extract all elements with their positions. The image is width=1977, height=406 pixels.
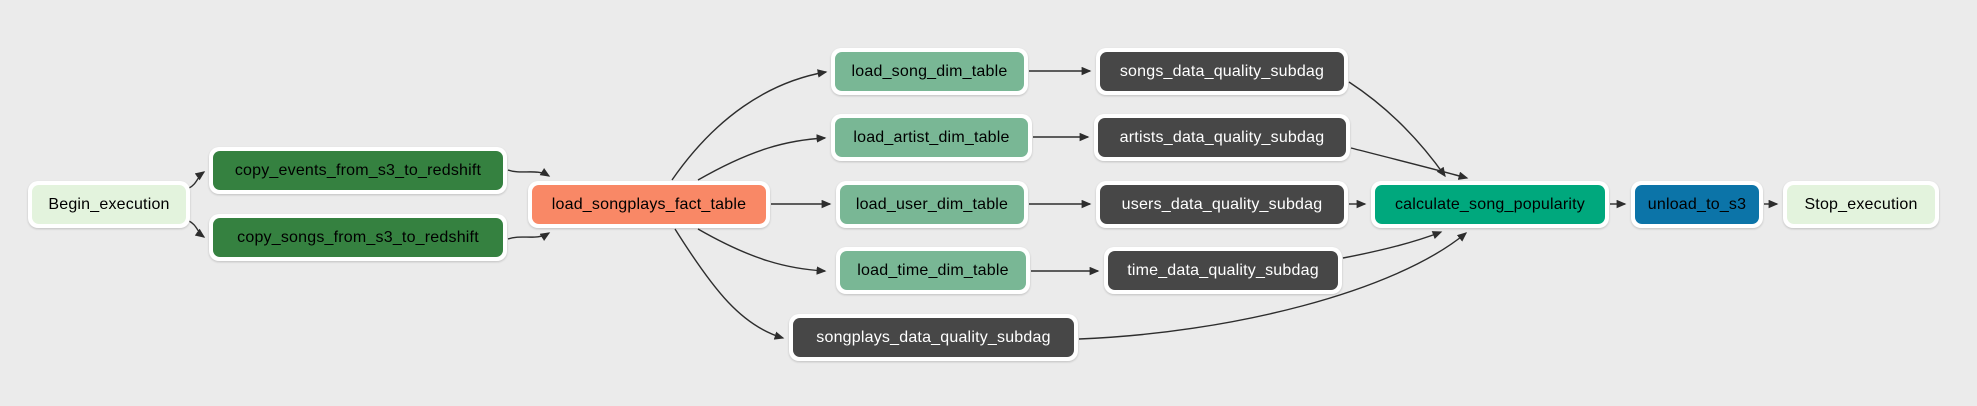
edge-songs_data_quality_subdag-calculate_song_popularity [1348, 81, 1446, 178]
node-label: copy_songs_from_s3_to_redshift [237, 228, 479, 246]
node-label: load_artist_dim_table [853, 128, 1010, 146]
dag-node-calculate_song_popularity[interactable]: calculate_song_popularity [1371, 181, 1609, 228]
dag-node-songplays_data_quality_subdag[interactable]: songplays_data_quality_subdag [789, 314, 1078, 361]
node-label: load_user_dim_table [855, 195, 1009, 213]
dag-node-songs_data_quality_subdag[interactable]: songs_data_quality_subdag [1096, 48, 1348, 95]
edge-copy_events-load_songplays_fact_table [507, 168, 551, 177]
dag-node-load_songplays_fact_table[interactable]: load_songplays_fact_table [528, 181, 770, 228]
node-label: songplays_data_quality_subdag [816, 328, 1051, 346]
dag-node-load_user_dim_table[interactable]: load_user_dim_table [836, 181, 1028, 228]
dag-node-users_data_quality_subdag[interactable]: users_data_quality_subdag [1096, 181, 1348, 228]
dag-node-load_song_dim_table[interactable]: load_song_dim_table [831, 48, 1028, 95]
dag-node-load_time_dim_table[interactable]: load_time_dim_table [836, 247, 1030, 294]
dag-node-unload_to_s3[interactable]: unload_to_s3 [1631, 181, 1763, 228]
node-body-subdag: time_data_quality_subdag [1108, 251, 1338, 290]
edge-begin_execution-copy_songs [188, 220, 206, 238]
node-body-dummy: Stop_execution [1787, 185, 1935, 224]
node-label: Begin_execution [48, 195, 170, 213]
dag-node-stop_execution[interactable]: Stop_execution [1783, 181, 1939, 228]
node-label: calculate_song_popularity [1394, 195, 1585, 213]
node-body-fact: load_songplays_fact_table [532, 185, 766, 224]
edge-load_songplays_fact_table-load_artist_dim_table [697, 134, 827, 181]
node-body-dimension: load_user_dim_table [840, 185, 1024, 224]
node-label: users_data_quality_subdag [1121, 195, 1323, 213]
node-body-stage: copy_events_from_s3_to_redshift [213, 151, 503, 190]
node-label: artists_data_quality_subdag [1119, 128, 1325, 146]
node-body-subdag: songplays_data_quality_subdag [793, 318, 1074, 357]
dag-node-copy_events[interactable]: copy_events_from_s3_to_redshift [209, 147, 507, 194]
edge-time_data_quality_subdag-calculate_song_popularity [1342, 231, 1443, 259]
node-label: songs_data_quality_subdag [1119, 62, 1325, 80]
edge-load_songplays_fact_table-load_song_dim_table [671, 69, 828, 181]
dag-node-copy_songs[interactable]: copy_songs_from_s3_to_redshift [209, 214, 507, 261]
node-label: load_song_dim_table [851, 62, 1008, 80]
node-label: unload_to_s3 [1647, 195, 1747, 213]
dag-node-begin_execution[interactable]: Begin_execution [28, 181, 190, 228]
node-body-subdag: users_data_quality_subdag [1100, 185, 1344, 224]
node-body-subdag: songs_data_quality_subdag [1100, 52, 1344, 91]
edge-load_songplays_fact_table-load_time_dim_table [697, 228, 827, 275]
node-body-unload: unload_to_s3 [1635, 185, 1759, 224]
dag-node-time_data_quality_subdag[interactable]: time_data_quality_subdag [1104, 247, 1342, 294]
node-label: copy_events_from_s3_to_redshift [234, 161, 482, 179]
node-body-subdag: artists_data_quality_subdag [1098, 118, 1346, 157]
node-label: time_data_quality_subdag [1127, 261, 1319, 279]
edge-artists_data_quality_subdag-calculate_song_popularity [1350, 147, 1469, 180]
node-label: Stop_execution [1804, 195, 1918, 213]
node-label: load_songplays_fact_table [551, 195, 747, 213]
node-body-dummy: Begin_execution [32, 185, 186, 224]
edge-load_songplays_fact_table-songplays_data_quality_subdag [674, 228, 785, 340]
node-body-dimension: load_time_dim_table [840, 251, 1026, 290]
node-body-popularity: calculate_song_popularity [1375, 185, 1605, 224]
edge-copy_songs-load_songplays_fact_table [507, 232, 551, 241]
node-body-stage: copy_songs_from_s3_to_redshift [213, 218, 503, 257]
dag-node-artists_data_quality_subdag[interactable]: artists_data_quality_subdag [1094, 114, 1350, 161]
node-label: load_time_dim_table [857, 261, 1009, 279]
dag-node-load_artist_dim_table[interactable]: load_artist_dim_table [831, 114, 1032, 161]
node-body-dimension: load_artist_dim_table [835, 118, 1028, 157]
node-body-dimension: load_song_dim_table [835, 52, 1024, 91]
edge-begin_execution-copy_events [188, 171, 206, 189]
